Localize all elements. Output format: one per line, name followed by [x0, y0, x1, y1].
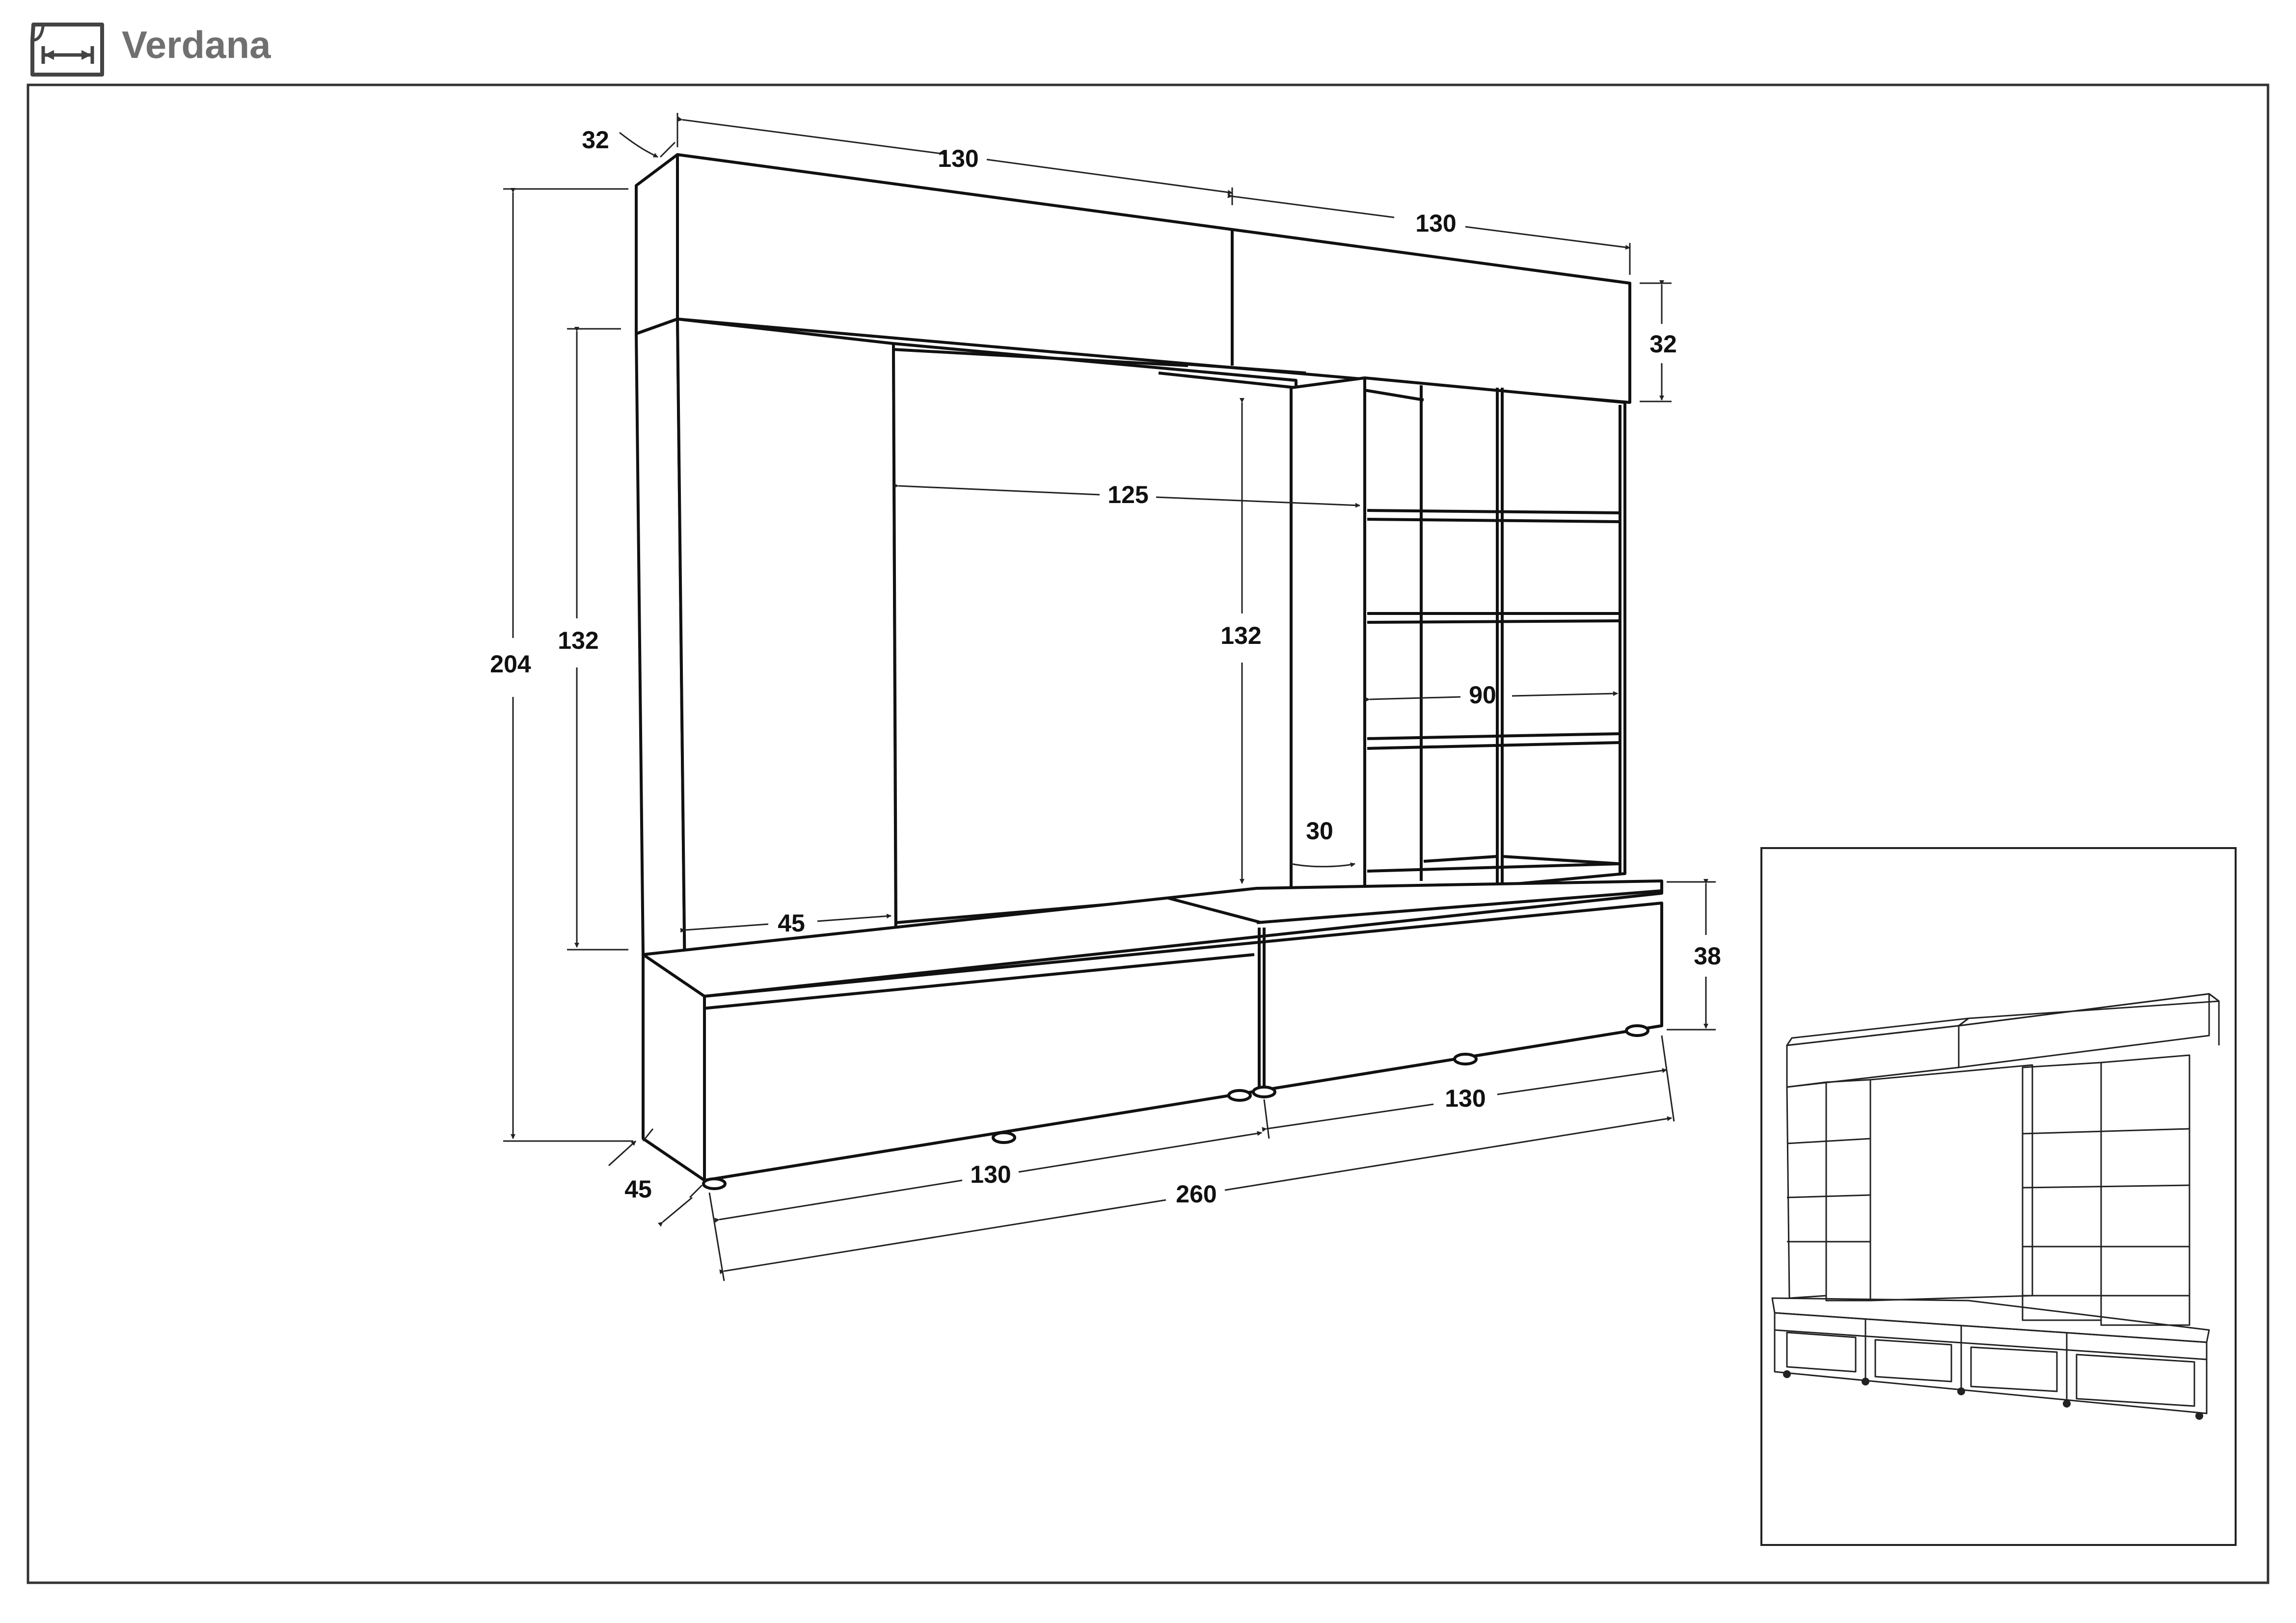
dim-base-height: 38 — [1694, 942, 1721, 970]
dim-tall-unit-height: 132 — [558, 627, 598, 654]
dim-base-right-width: 130 — [1445, 1085, 1486, 1112]
dim-tv-width: 125 — [1107, 481, 1148, 508]
dim-shelf-depth: 30 — [1306, 817, 1333, 845]
dim-total-height: 204 — [490, 650, 531, 678]
dim-top-depth: 32 — [582, 126, 609, 154]
product-title: Verdana — [122, 23, 271, 66]
dim-top-height: 32 — [1649, 330, 1677, 358]
page-frame — [27, 83, 2269, 1584]
dimension-lines — [503, 113, 1716, 1281]
assembled-unit-preview — [1760, 847, 2237, 1546]
dim-total-width: 260 — [1176, 1180, 1216, 1208]
dim-top-left-width: 130 — [938, 145, 978, 172]
dim-base-left-width: 130 — [970, 1161, 1011, 1188]
dim-tv-height: 132 — [1220, 622, 1261, 649]
dim-base-depth: 45 — [624, 1175, 652, 1203]
dim-tall-unit-width: 45 — [778, 909, 805, 937]
dimensions-icon — [30, 23, 104, 77]
dim-shelf-width: 90 — [1469, 681, 1496, 709]
dim-top-right-width: 130 — [1415, 210, 1456, 237]
dimension-labels: 32 130 130 32 204 132 125 132 90 30 45 3… — [490, 126, 1721, 1208]
furniture-drawing — [635, 153, 1663, 1190]
